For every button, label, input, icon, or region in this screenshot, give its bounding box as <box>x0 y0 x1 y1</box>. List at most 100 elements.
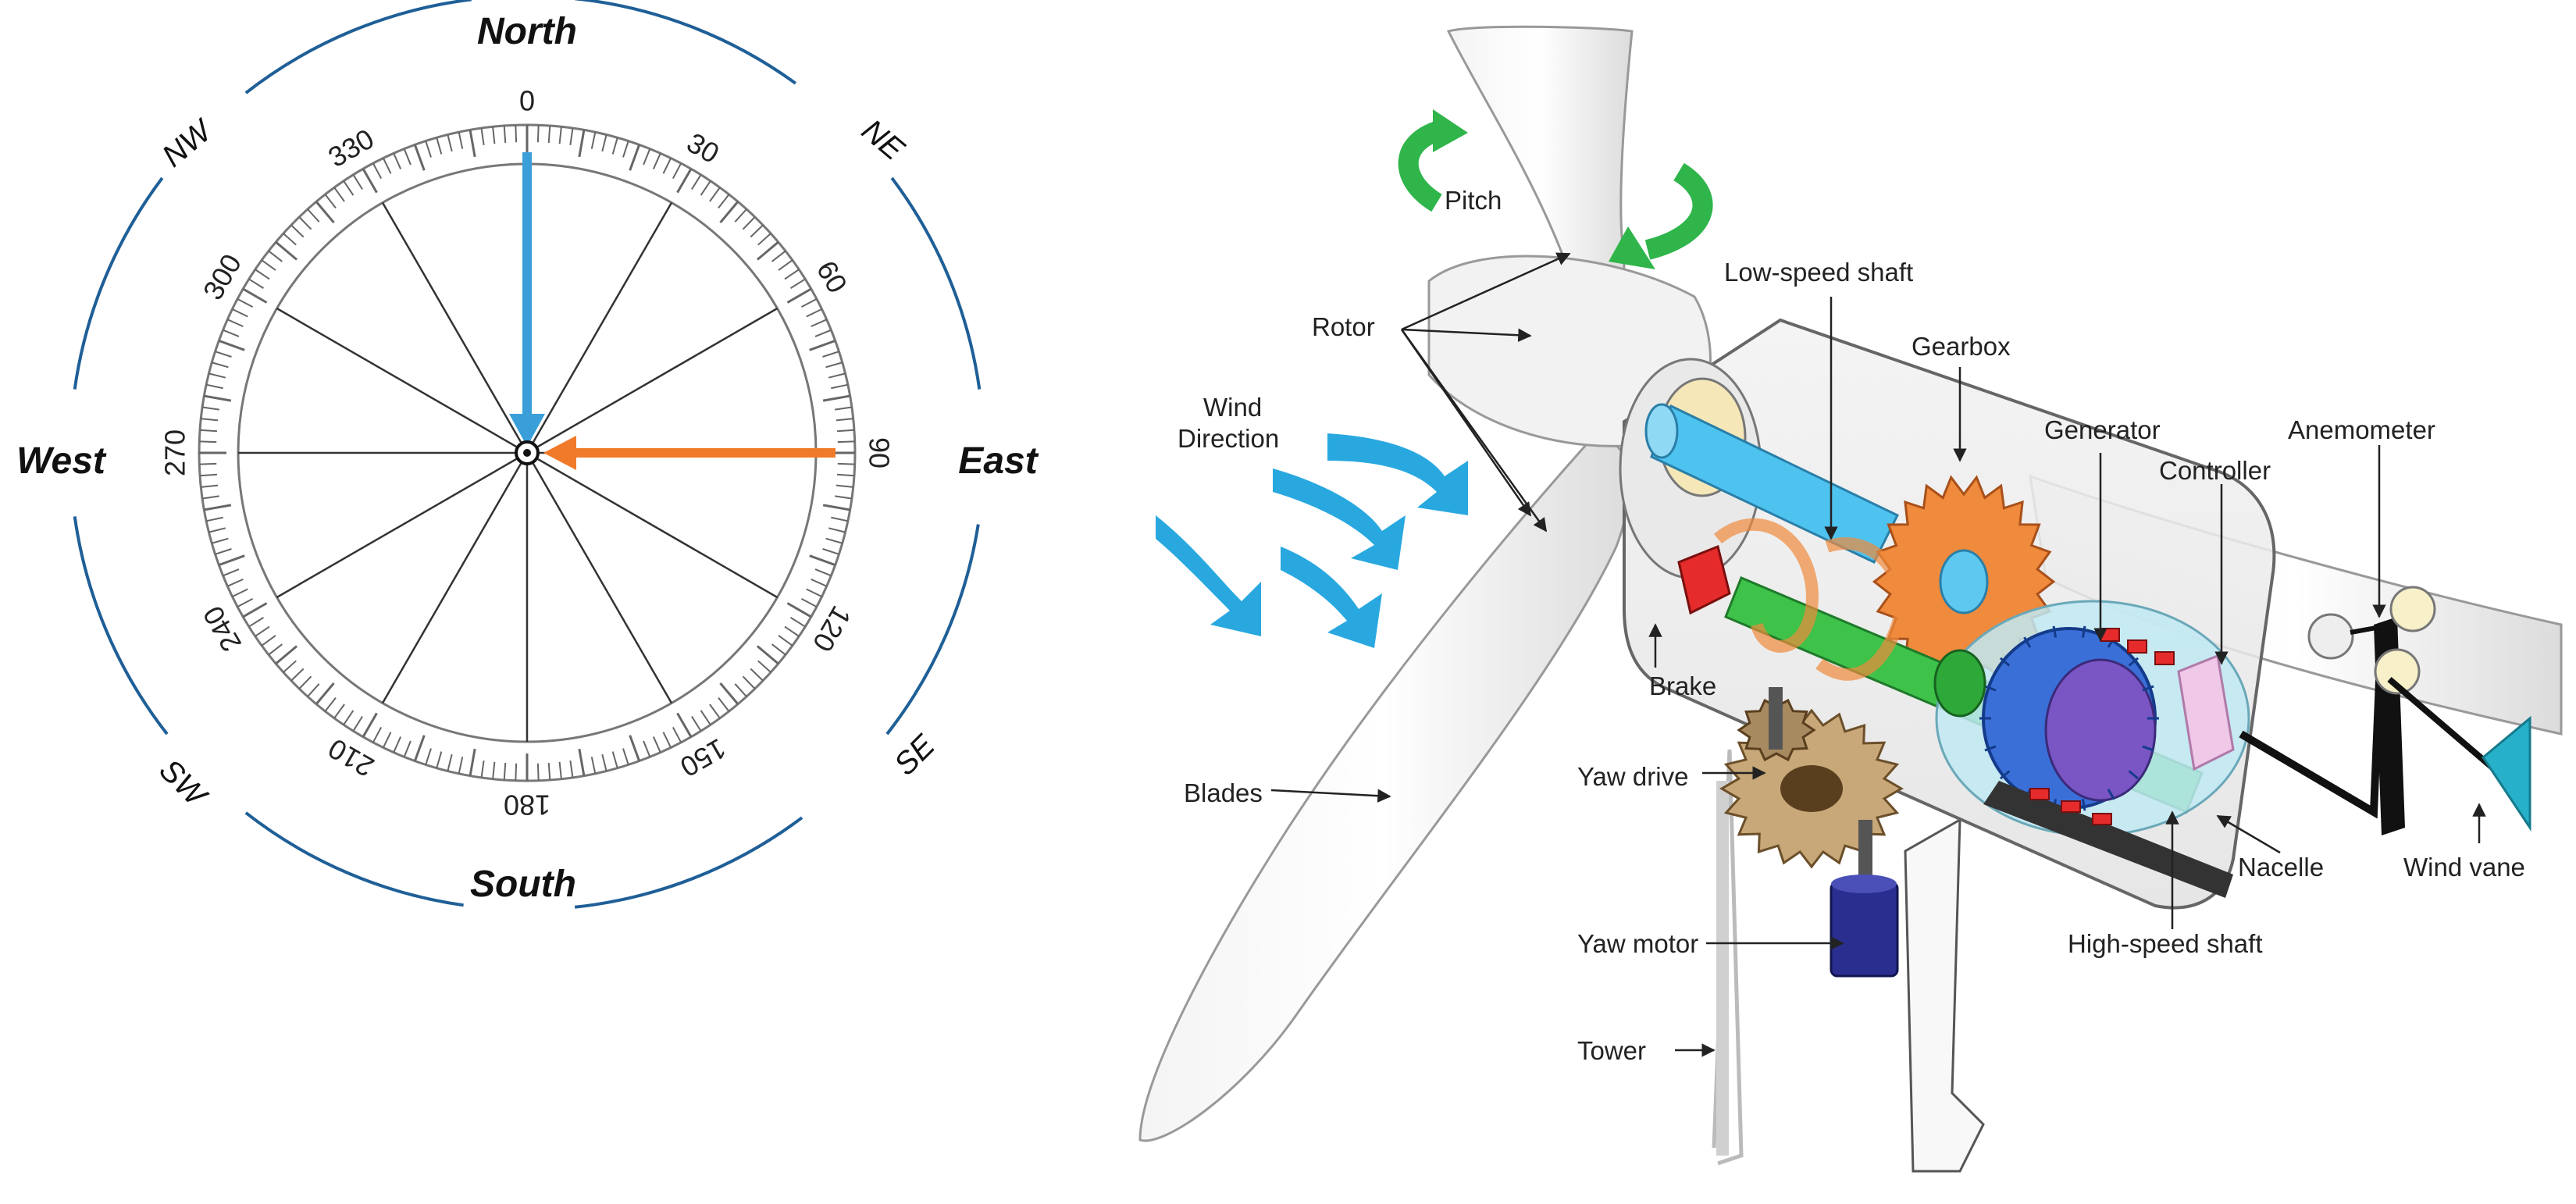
tick <box>248 278 265 289</box>
tick <box>809 554 836 567</box>
tick <box>547 125 551 144</box>
label-nacelle: Nacelle <box>2238 853 2324 882</box>
label-wind-vane: Wind vane <box>2403 853 2525 882</box>
tick <box>343 710 355 725</box>
tick <box>672 726 682 743</box>
tick <box>283 233 297 246</box>
ring-arc-1 <box>890 176 982 390</box>
wind-turbine-diagram: Pitch Rotor Low-speed shaft Gearbox Wind… <box>1138 25 2563 1173</box>
tick <box>275 240 298 261</box>
degree-label: 270 <box>159 429 191 476</box>
label-tower: Tower <box>1577 1036 1646 1065</box>
tick <box>215 548 232 555</box>
degree-label: 0 <box>519 85 535 117</box>
tick <box>578 748 586 776</box>
tick <box>558 126 562 144</box>
tick <box>372 162 383 180</box>
tick <box>756 240 779 261</box>
tick <box>215 351 232 358</box>
pitch-arrows <box>1398 119 1713 260</box>
tick <box>515 763 518 781</box>
controller <box>2177 654 2235 771</box>
label-sw: SW <box>152 753 214 814</box>
tick <box>199 462 217 465</box>
tick <box>742 216 756 230</box>
generator-fin <box>2142 685 2154 692</box>
tick <box>834 406 853 411</box>
tick <box>800 597 818 608</box>
label-generator: Generator <box>2044 415 2161 444</box>
generator-fin <box>1984 685 1997 692</box>
label-se: SE <box>888 728 942 782</box>
tick <box>590 131 597 149</box>
tick <box>652 736 661 753</box>
tick <box>413 735 426 762</box>
label-east: East <box>958 440 1039 482</box>
tick <box>204 504 232 511</box>
tick <box>834 495 853 500</box>
tick <box>503 125 507 144</box>
label-nw: NW <box>156 112 220 174</box>
tick <box>333 704 345 719</box>
brake <box>1677 544 1731 615</box>
tick <box>778 635 793 647</box>
label-low-speed-shaft: Low-speed shaft <box>1724 258 1913 287</box>
label-brake: Brake <box>1649 671 1716 700</box>
label-anemometer: Anemometer <box>2288 415 2435 444</box>
tick <box>382 158 392 174</box>
pitch-arrow-head-right <box>1609 226 1655 269</box>
tick <box>836 418 853 422</box>
tick <box>315 682 335 705</box>
low-speed-shaft-end <box>1644 403 1679 459</box>
label-west: West <box>16 440 107 482</box>
tick <box>691 715 702 732</box>
label-yaw-motor: Yaw motor <box>1577 929 1698 958</box>
generator-core <box>2044 658 2157 802</box>
tick <box>425 748 432 765</box>
yaw-motor <box>1830 881 1899 978</box>
tick <box>268 643 283 656</box>
tick <box>492 126 496 144</box>
tick <box>622 748 629 765</box>
tick <box>836 473 855 477</box>
label-wind-direction-line2: Direction <box>1178 424 1279 453</box>
yaw-gear-hub <box>1780 765 1843 812</box>
tick <box>700 180 711 196</box>
tick <box>601 753 607 771</box>
tick <box>676 712 693 738</box>
tick <box>822 504 850 511</box>
tick <box>811 319 828 328</box>
tick <box>362 712 378 738</box>
east-arrow-head <box>543 436 576 470</box>
tick <box>611 137 618 155</box>
tick <box>218 339 245 351</box>
spoke <box>526 307 779 454</box>
generator-fin <box>2128 657 2140 667</box>
label-south: South <box>470 864 576 905</box>
ring-arc-3 <box>574 816 803 909</box>
tick <box>806 588 822 598</box>
tick <box>822 351 839 358</box>
north-arrow-head <box>509 414 545 447</box>
generator-fin <box>2081 799 2086 811</box>
high-speed-gear <box>1933 649 1986 718</box>
tick <box>324 697 337 712</box>
tick <box>208 527 226 533</box>
label-yaw-drive: Yaw drive <box>1577 762 1688 791</box>
tick <box>789 617 806 628</box>
tick <box>558 761 562 779</box>
label-gearbox: Gearbox <box>1912 332 2011 361</box>
leader-lines <box>1270 252 2486 1057</box>
generator-fin <box>2023 636 2032 648</box>
label-high-speed-shaft: High-speed shaft <box>2068 929 2262 958</box>
tick <box>226 578 244 587</box>
degree-label: 180 <box>504 789 550 821</box>
tick <box>828 372 846 379</box>
tick <box>757 660 771 673</box>
tick <box>382 732 392 748</box>
tick <box>223 329 240 337</box>
tick <box>201 495 220 500</box>
tick <box>734 208 747 223</box>
